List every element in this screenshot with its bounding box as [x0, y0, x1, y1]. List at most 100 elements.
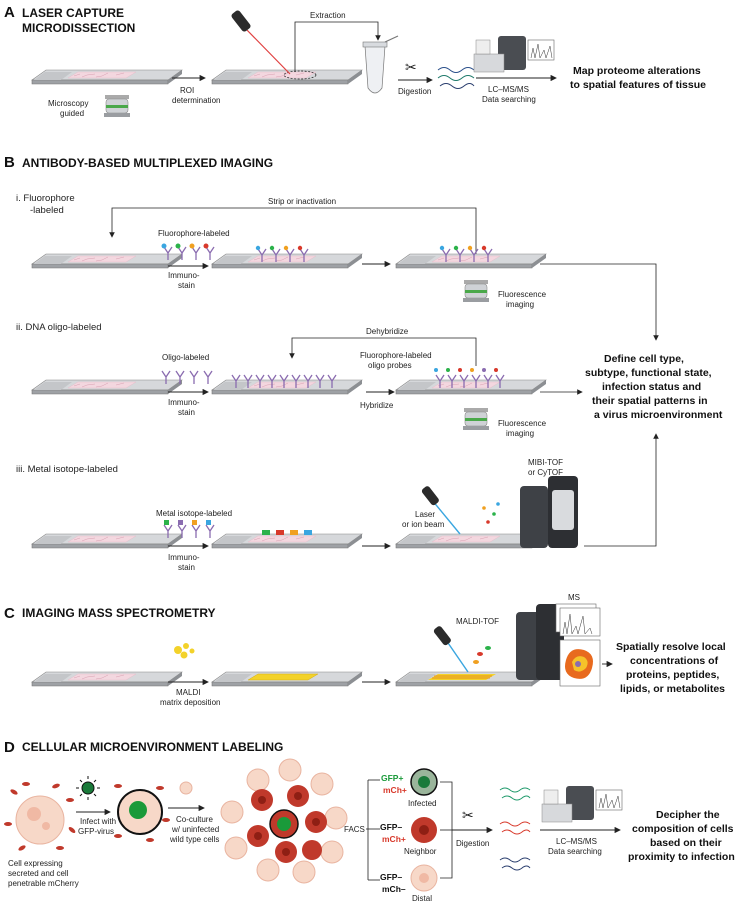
- digestion-label-d: Digestion: [456, 839, 489, 848]
- released-ions: [482, 502, 500, 524]
- section-b-title: ANTIBODY-BASED MULTIPLEXED IMAGING: [22, 156, 273, 170]
- infected-cell-icon: [114, 784, 170, 842]
- laser-label-1: Laser: [415, 510, 435, 519]
- section-a-letter: A: [4, 4, 15, 21]
- maldi-beam: [445, 639, 469, 673]
- bound-metal-antibodies: [262, 530, 312, 535]
- tissue-b9: [431, 535, 501, 543]
- result-d-3: based on their: [650, 837, 722, 849]
- lcms-label-d2: Data searching: [548, 847, 602, 856]
- lcms-label-a1: LC–MS/MS: [488, 85, 529, 94]
- scissors-d-icon: ✂: [462, 807, 474, 823]
- fluor-labeled-label: Fluorophore-labeled: [158, 229, 230, 238]
- ion-source-icon: [421, 486, 439, 506]
- fluor-probe-label-2: oligo probes: [368, 361, 412, 370]
- laser-beam-a: [244, 27, 291, 75]
- infect-label-2: GFP-virus: [78, 827, 114, 836]
- arrow-i-to-result: [540, 263, 659, 341]
- fluor-antibodies-icon: [161, 243, 215, 261]
- laser-device-icon: [231, 10, 251, 32]
- maldi-tof-label: MALDI-TOF: [456, 617, 499, 626]
- row-ii-title: ii. DNA oligo-labeled: [16, 322, 102, 333]
- fluor-imaging-1a: Fluorescence: [498, 290, 547, 299]
- roi-label-2: determination: [172, 96, 220, 105]
- section-d-letter: D: [4, 739, 15, 756]
- mch-neg-label: mCh–: [382, 884, 406, 894]
- distal-label: Distal: [412, 894, 432, 903]
- gfp-pos-label: GFP+: [381, 773, 403, 783]
- tissue-b8: [247, 535, 317, 543]
- section-a-title-2: MICRODISSECTION: [22, 21, 135, 35]
- result-d-2: composition of cells: [632, 823, 734, 835]
- result-a-2: to spatial features of tissue: [570, 79, 706, 91]
- microscope-objective-icon: [103, 94, 131, 118]
- coculture-label-1: Co-culture: [176, 815, 213, 824]
- result-b: Define cell type, subtype, functional st…: [585, 353, 723, 421]
- tissue-b5: [247, 381, 317, 389]
- tissue-a2: [247, 71, 317, 79]
- wild-type-cell-icon: [179, 781, 193, 795]
- mibi-label-1: MIBI-TOF: [528, 458, 563, 467]
- maldi-instrument-icon: [516, 604, 564, 680]
- metal-antibodies-icon: [163, 520, 215, 539]
- tissue-a1: [67, 71, 137, 79]
- oligo-labeled-label: Oligo-labeled: [162, 353, 209, 362]
- tissue-b2: [247, 255, 317, 263]
- mass-spectrometer-a-icon: [473, 35, 555, 73]
- row-i-title-1: i. Fluorophore: [16, 193, 75, 204]
- heatmap-image-icon: [559, 639, 601, 687]
- maldi-label-1: MALDI: [176, 688, 200, 697]
- lcms-label-d1: LC–MS/MS: [556, 837, 597, 846]
- immuno-label-1: Immuno-: [168, 271, 200, 280]
- result-a-1: Map proteome alterations: [573, 65, 701, 77]
- sorted-neighbor-cell-icon: [411, 817, 437, 843]
- mass-spectrometer-d-icon: [541, 785, 623, 823]
- scissors-icon: ✂: [405, 59, 417, 75]
- objective-b1-icon: [462, 279, 490, 303]
- result-c-4: lipids, or metabolites: [620, 683, 725, 695]
- result-c-2: concentrations of: [630, 655, 719, 667]
- matrix-droplets-icon: [174, 643, 195, 659]
- result-b-5: a virus microenvironment: [594, 409, 723, 421]
- extraction-arrow: [294, 21, 381, 72]
- peptide-traces-icon: [499, 787, 531, 871]
- raster-stripes: [428, 674, 496, 680]
- metal-labeled-label: Metal isotope-labeled: [156, 509, 232, 518]
- result-b-1: Define cell type,: [604, 353, 684, 365]
- result-c: Spatially resolve local concentrations o…: [616, 641, 726, 695]
- tube-icon: [364, 45, 386, 94]
- ion-beam-b: [431, 499, 461, 535]
- objective-b2-icon: [462, 407, 490, 431]
- mibi-instrument-icon: [520, 476, 578, 548]
- stain-label-1: stain: [178, 281, 195, 290]
- strip-arrow: [109, 207, 477, 256]
- cell-label-2: secreted and cell: [8, 869, 69, 878]
- microscopy-label-1: Microscopy: [48, 99, 88, 108]
- ms-label: MS: [568, 593, 580, 602]
- result-b-2: subtype, functional state,: [585, 367, 712, 379]
- stain-label-2: stain: [178, 408, 195, 417]
- immuno-label-3: Immuno-: [168, 553, 200, 562]
- result-c-1: Spatially resolve local: [616, 641, 726, 653]
- bound-antibodies-b2: [255, 245, 309, 263]
- dehybridize-label: Dehybridize: [366, 327, 409, 336]
- section-a-title-1: LASER CAPTURE: [22, 6, 124, 20]
- mibi-label-2: or CyTOF: [528, 468, 563, 477]
- bound-oligo-antibodies-b5: [231, 374, 337, 389]
- fluor-probe-label-1: Fluorophore-labeled: [360, 351, 432, 360]
- tissue-b6: [431, 381, 501, 389]
- dehybridize-arrow: [289, 337, 477, 366]
- ms-spectra-icon: [555, 603, 601, 637]
- neighbor-label: Neighbor: [404, 847, 437, 856]
- cell-cluster-icon: [220, 758, 348, 884]
- virus-icon: [76, 776, 100, 800]
- arrow-iii-to-result: [584, 433, 659, 547]
- laser-label-2: or ion beam: [402, 520, 445, 529]
- tissue-b7: [67, 535, 137, 543]
- cell-label-1: Cell expressing: [8, 859, 63, 868]
- fluor-imaging-2b: imaging: [506, 429, 534, 438]
- infected-label: Infected: [408, 799, 436, 808]
- lcms-label-a2: Data searching: [482, 95, 536, 104]
